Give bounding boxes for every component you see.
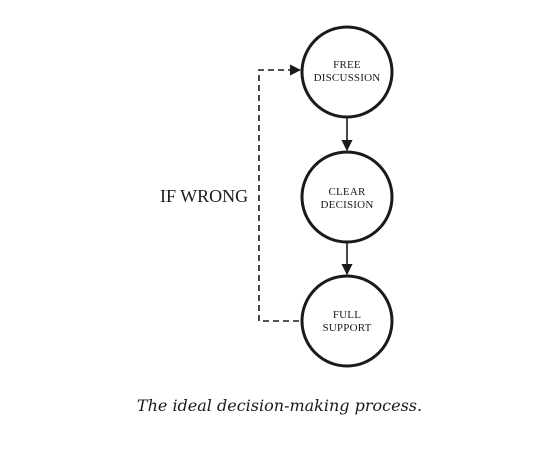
node-clear-decision-line-2: DECISION bbox=[321, 199, 374, 211]
node-free-discussion: FREE DISCUSSION bbox=[300, 25, 394, 119]
node-clear-decision: CLEAR DECISION bbox=[300, 150, 394, 244]
node-full-support: FULL SUPPORT bbox=[300, 274, 394, 368]
node-free-discussion-circle bbox=[300, 25, 394, 119]
node-full-support-line-1: FULL bbox=[333, 309, 361, 321]
node-clear-decision-line-1: CLEAR bbox=[328, 186, 366, 198]
node-free-discussion-line-1: FREE bbox=[333, 59, 361, 71]
node-full-support-line-2: SUPPORT bbox=[322, 322, 371, 334]
figure-caption: The ideal decision-making process. bbox=[136, 396, 423, 415]
node-clear-decision-circle bbox=[300, 150, 394, 244]
feedback-loop-label: IF WRONG bbox=[160, 186, 248, 206]
node-free-discussion-line-2: DISCUSSION bbox=[314, 72, 381, 84]
node-full-support-circle bbox=[300, 274, 394, 368]
arrow-feedback-loop bbox=[258, 64, 302, 322]
